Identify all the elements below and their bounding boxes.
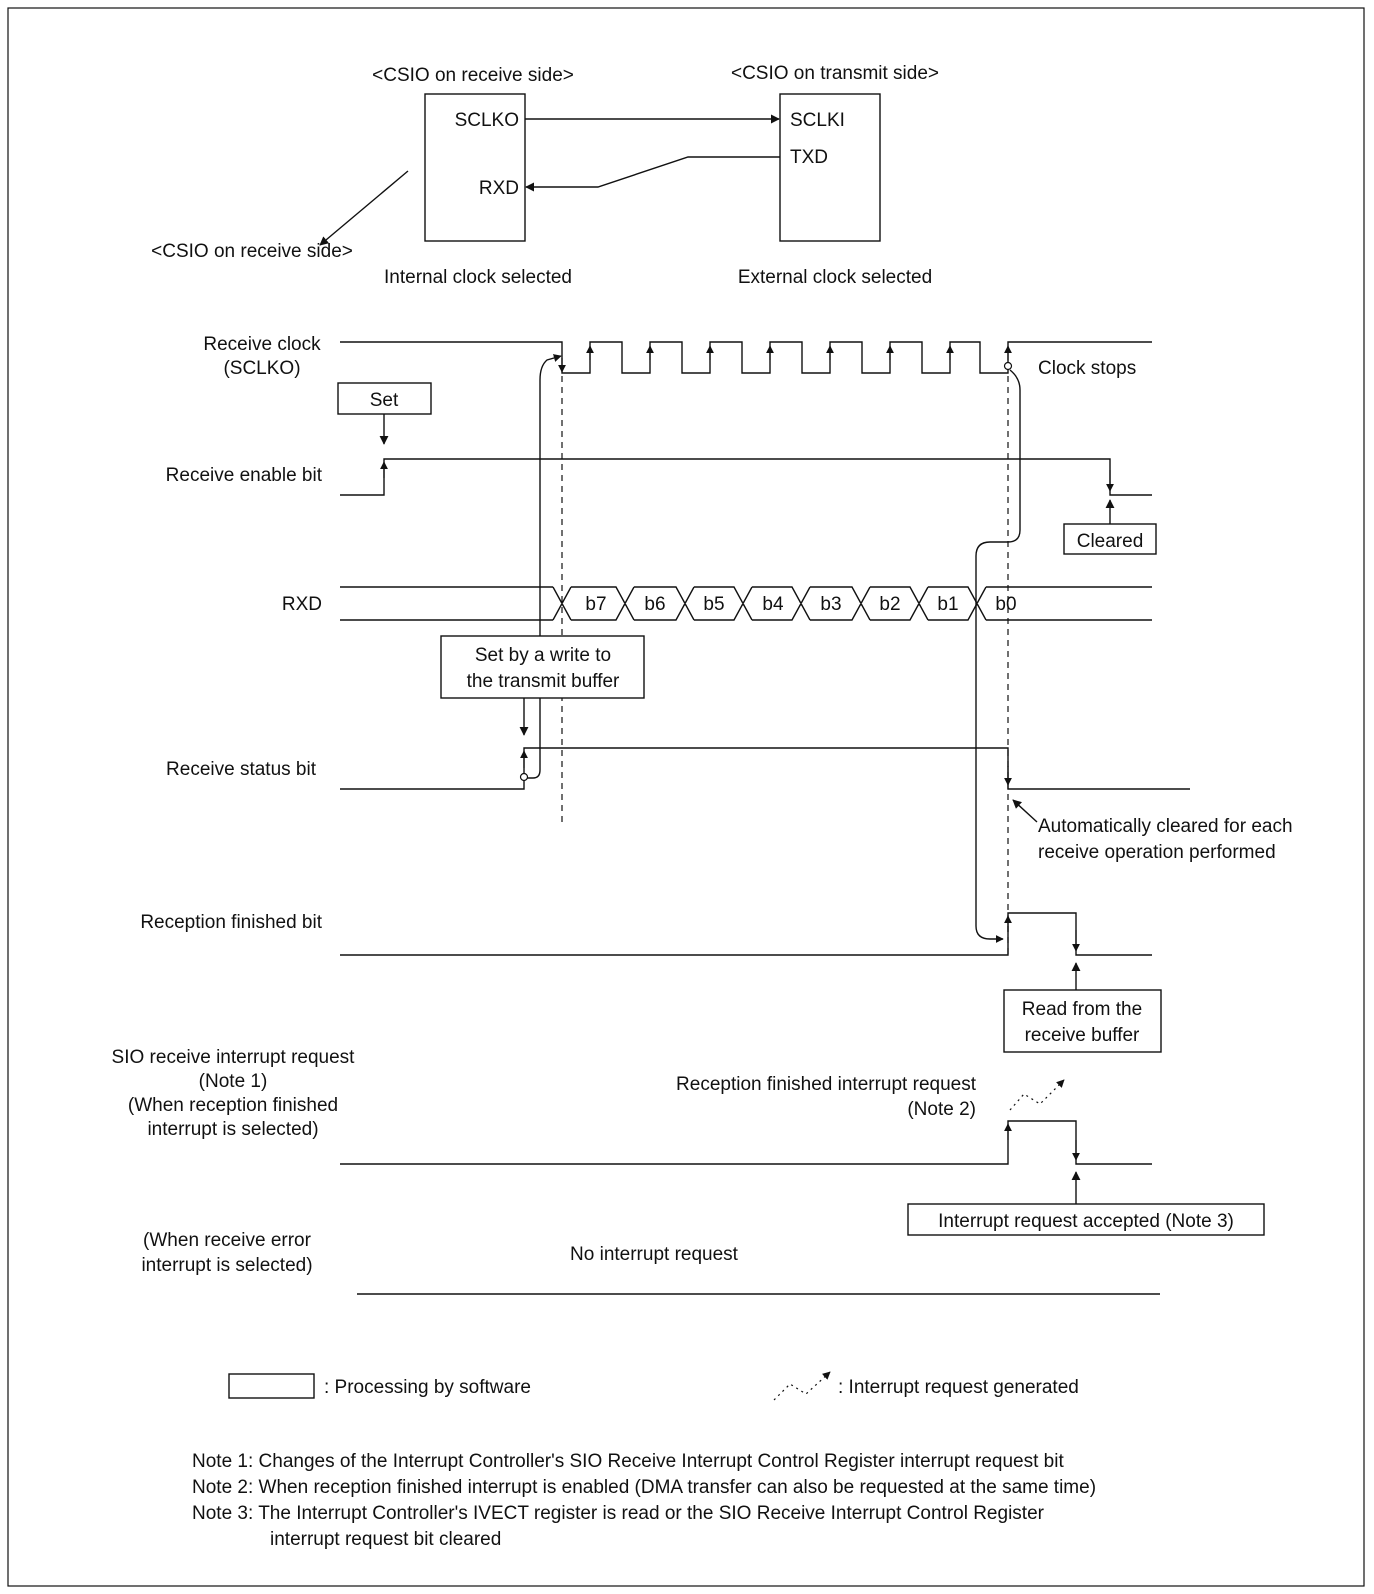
irq-generated-squiggle	[1009, 1079, 1065, 1111]
reception-finished-waveform	[340, 912, 1152, 956]
set-software-box	[337, 382, 432, 415]
note-3: Note 3: The Interrupt Controller's IVECT…	[192, 1503, 1045, 1524]
tx-side-title: <CSIO on transmit side>	[731, 63, 939, 84]
bit-label: b7	[585, 594, 606, 615]
sio-irq-cond-label-1: (When reception finished	[128, 1095, 338, 1116]
read-buffer-box	[1003, 989, 1162, 1053]
sio-irq-label: SIO receive interrupt request	[112, 1047, 356, 1068]
legend: : Processing by software : Interrupt req…	[228, 1371, 1079, 1401]
receive-clock-sub-label: (SCLKO)	[223, 358, 300, 379]
tx-pin-sclki: SCLKI	[790, 110, 845, 131]
set-text: Set	[370, 390, 399, 411]
error-irq-label-2: interrupt is selected)	[141, 1255, 312, 1276]
tx-csio-block	[779, 93, 881, 242]
status-to-clock-flow	[525, 354, 562, 779]
rf-irq-text-1: Reception finished interrupt request	[676, 1074, 977, 1095]
sio-irq-waveform	[340, 1120, 1152, 1165]
read-buffer-text-1: Read from the	[1022, 999, 1142, 1020]
reception-finished-label: Reception finished bit	[140, 912, 322, 933]
rx-csio-block	[424, 93, 526, 242]
notes: Note 1: Changes of the Interrupt Control…	[192, 1451, 1096, 1550]
clock-to-finished-flow	[975, 369, 1021, 943]
pointer-arrow	[319, 170, 409, 246]
receive-clock-label: Receive clock	[203, 334, 321, 355]
bit-label: b4	[762, 594, 784, 615]
internal-clock-caption: Internal clock selected	[384, 267, 572, 288]
set-by-write-box	[440, 635, 645, 699]
figure-frame	[7, 7, 1365, 1587]
receive-enable-waveform	[340, 458, 1152, 496]
note-3-cont: interrupt request bit cleared	[270, 1529, 501, 1550]
clock-stops-text: Clock stops	[1038, 358, 1136, 379]
clock-stop-marker	[1003, 361, 1013, 371]
rxd-bit-labels: b7 b6 b5 b4 b3 b2 b1 b0	[585, 594, 1016, 615]
bit-label: b1	[937, 594, 958, 615]
note-1: Note 1: Changes of the Interrupt Control…	[192, 1451, 1064, 1472]
auto-cleared-arrow	[1012, 799, 1038, 823]
block-diagram: <CSIO on receive side> <CSIO on transmit…	[151, 63, 939, 288]
rxd-label: RXD	[282, 594, 322, 615]
bit-label: b2	[879, 594, 900, 615]
error-irq-label-1: (When receive error	[143, 1230, 312, 1251]
sio-irq-cond-label-2: interrupt is selected)	[147, 1119, 318, 1140]
legend-irq-icon	[773, 1371, 831, 1401]
auto-cleared-text-2: receive operation performed	[1038, 842, 1276, 863]
external-clock-caption: External clock selected	[738, 267, 932, 288]
rx-pin-sclko: SCLKO	[455, 110, 519, 131]
rx-side-title-2: <CSIO on receive side>	[151, 241, 353, 262]
rxd-waveform	[340, 586, 1152, 621]
clock-edge-arrows	[558, 345, 1012, 373]
rf-irq-text-2: (Note 2)	[907, 1099, 976, 1120]
irq-accepted-box	[907, 1203, 1265, 1236]
no-irq-text: No interrupt request	[570, 1244, 739, 1265]
cleared-text: Cleared	[1077, 531, 1144, 552]
tx-pin-txd: TXD	[790, 147, 828, 168]
sio-irq-note-label: (Note 1)	[199, 1071, 268, 1092]
data-connection-arrow	[525, 156, 780, 192]
rx-pin-rxd: RXD	[479, 178, 519, 199]
bit-label: b5	[703, 594, 724, 615]
rx-side-title: <CSIO on receive side>	[372, 65, 574, 86]
receive-clock-waveform	[340, 341, 1152, 374]
legend-irq-text: : Interrupt request generated	[838, 1377, 1079, 1398]
status-set-marker	[519, 772, 529, 782]
legend-software-text: : Processing by software	[324, 1377, 531, 1398]
receive-enable-label: Receive enable bit	[166, 465, 323, 486]
legend-software-swatch	[228, 1373, 315, 1399]
receive-status-label: Receive status bit	[166, 759, 317, 780]
signal-labels: Receive clock (SCLKO) Receive enable bit…	[112, 334, 356, 1276]
auto-cleared-text-1: Automatically cleared for each	[1038, 816, 1293, 837]
read-buffer-text-2: receive buffer	[1025, 1025, 1140, 1046]
cleared-software-box	[1063, 523, 1157, 555]
irq-accepted-text: Interrupt request accepted (Note 3)	[938, 1211, 1234, 1232]
set-by-write-text-2: the transmit buffer	[467, 671, 620, 692]
bit-label: b6	[644, 594, 665, 615]
set-by-write-text-1: Set by a write to	[475, 645, 611, 666]
bit-label: b3	[820, 594, 841, 615]
bit-label: b0	[995, 594, 1016, 615]
note-2: Note 2: When reception finished interrup…	[192, 1477, 1096, 1498]
receive-status-waveform	[340, 747, 1190, 790]
